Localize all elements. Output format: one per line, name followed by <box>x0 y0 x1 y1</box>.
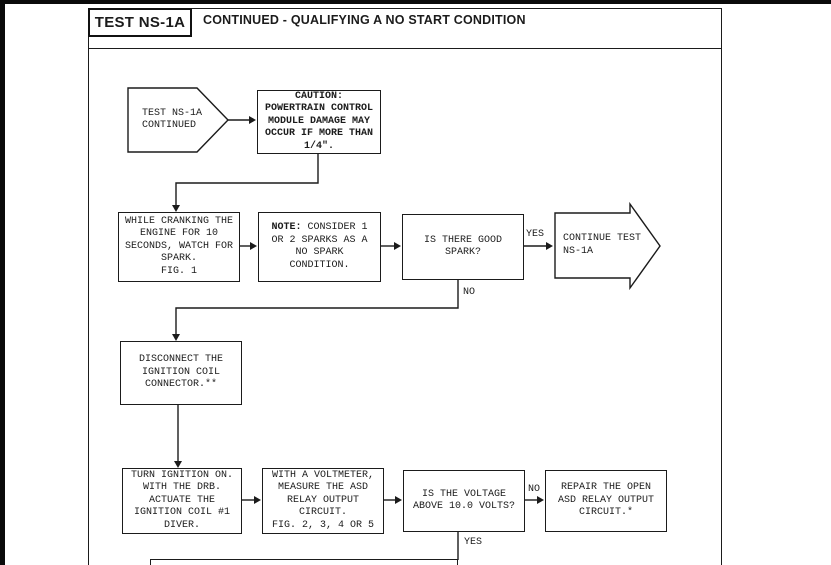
chart-outer-frame <box>88 8 722 565</box>
branch-label-yes: YES <box>464 537 483 548</box>
flow-box-caution: CAUTION: POWERTRAIN CONTROL MODULE DAMAG… <box>257 90 381 154</box>
flow-box-cutoff-bottom <box>150 559 458 565</box>
header-divider <box>88 48 722 49</box>
note-label: NOTE: <box>271 222 302 233</box>
scan-edge-top <box>0 0 831 4</box>
flow-box-voltmeter: WITH A VOLTMETER, MEASURE THE ASD RELAY … <box>262 468 384 534</box>
continue-arrow-shape <box>554 201 661 291</box>
flow-box-note: NOTE: CONSIDER 1 OR 2 SPARKS AS A NO SPA… <box>258 212 381 282</box>
branch-label-yes: YES <box>526 229 545 240</box>
scan-edge-left <box>0 0 5 565</box>
flow-box-turn-ignition: TURN IGNITION ON. WITH THE DRB. ACTUATE … <box>122 468 242 534</box>
arrowhead-icons <box>172 116 553 504</box>
flow-box-repair-circuit: REPAIR THE OPEN ASD RELAY OUTPUT CIRCUIT… <box>545 470 667 532</box>
flow-continue-arrow-text: CONTINUE TEST NS-1A <box>563 233 642 257</box>
branch-label-no: NO <box>463 287 476 298</box>
flow-box-disconnect-coil: DISCONNECT THE IGNITION COIL CONNECTOR.*… <box>120 341 242 405</box>
branch-label-no: NO <box>528 484 541 495</box>
page-title: CONTINUED - QUALIFYING A NO START CONDIT… <box>203 13 526 27</box>
test-id-box: TEST NS-1A <box>88 8 192 37</box>
start-terminal-shape <box>127 87 229 153</box>
flow-box-voltage-question: IS THE VOLTAGE ABOVE 10.0 VOLTS? <box>403 470 525 532</box>
flow-box-crank-engine: WHILE CRANKING THE ENGINE FOR 10 SECONDS… <box>118 212 240 282</box>
flow-start-terminal-text: TEST NS-1A CONTINUED <box>142 107 203 132</box>
test-id-label: TEST NS-1A <box>94 14 186 31</box>
flow-box-spark-question: IS THERE GOOD SPARK? <box>402 214 524 280</box>
note-text: CONSIDER 1 OR 2 SPARKS AS A NO SPARK CON… <box>271 222 368 271</box>
